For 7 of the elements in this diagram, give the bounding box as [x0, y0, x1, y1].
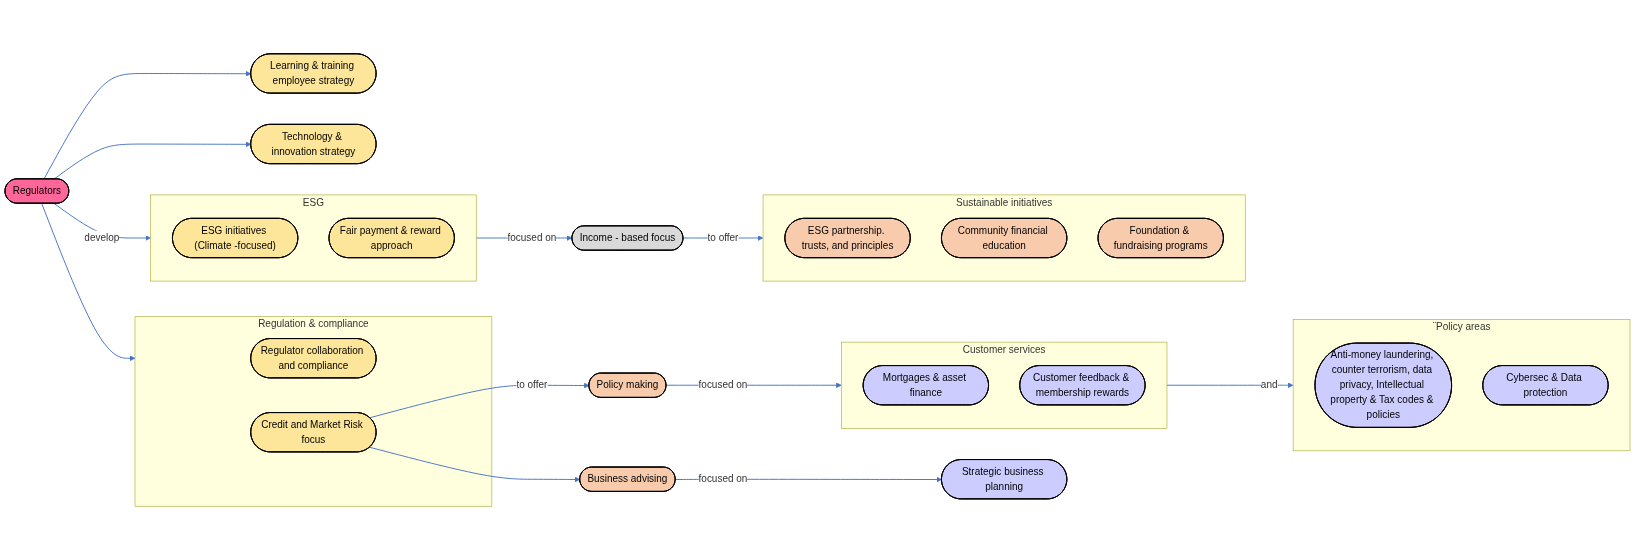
edge-label: to offer	[707, 232, 739, 243]
edge-label: focused on	[698, 473, 748, 485]
edge-label: to offer	[516, 379, 548, 391]
edge-label: focused on	[698, 379, 748, 391]
edge-label: focused on	[507, 232, 557, 243]
edge-label: and	[1260, 379, 1278, 391]
edge-label: develop	[84, 232, 120, 243]
